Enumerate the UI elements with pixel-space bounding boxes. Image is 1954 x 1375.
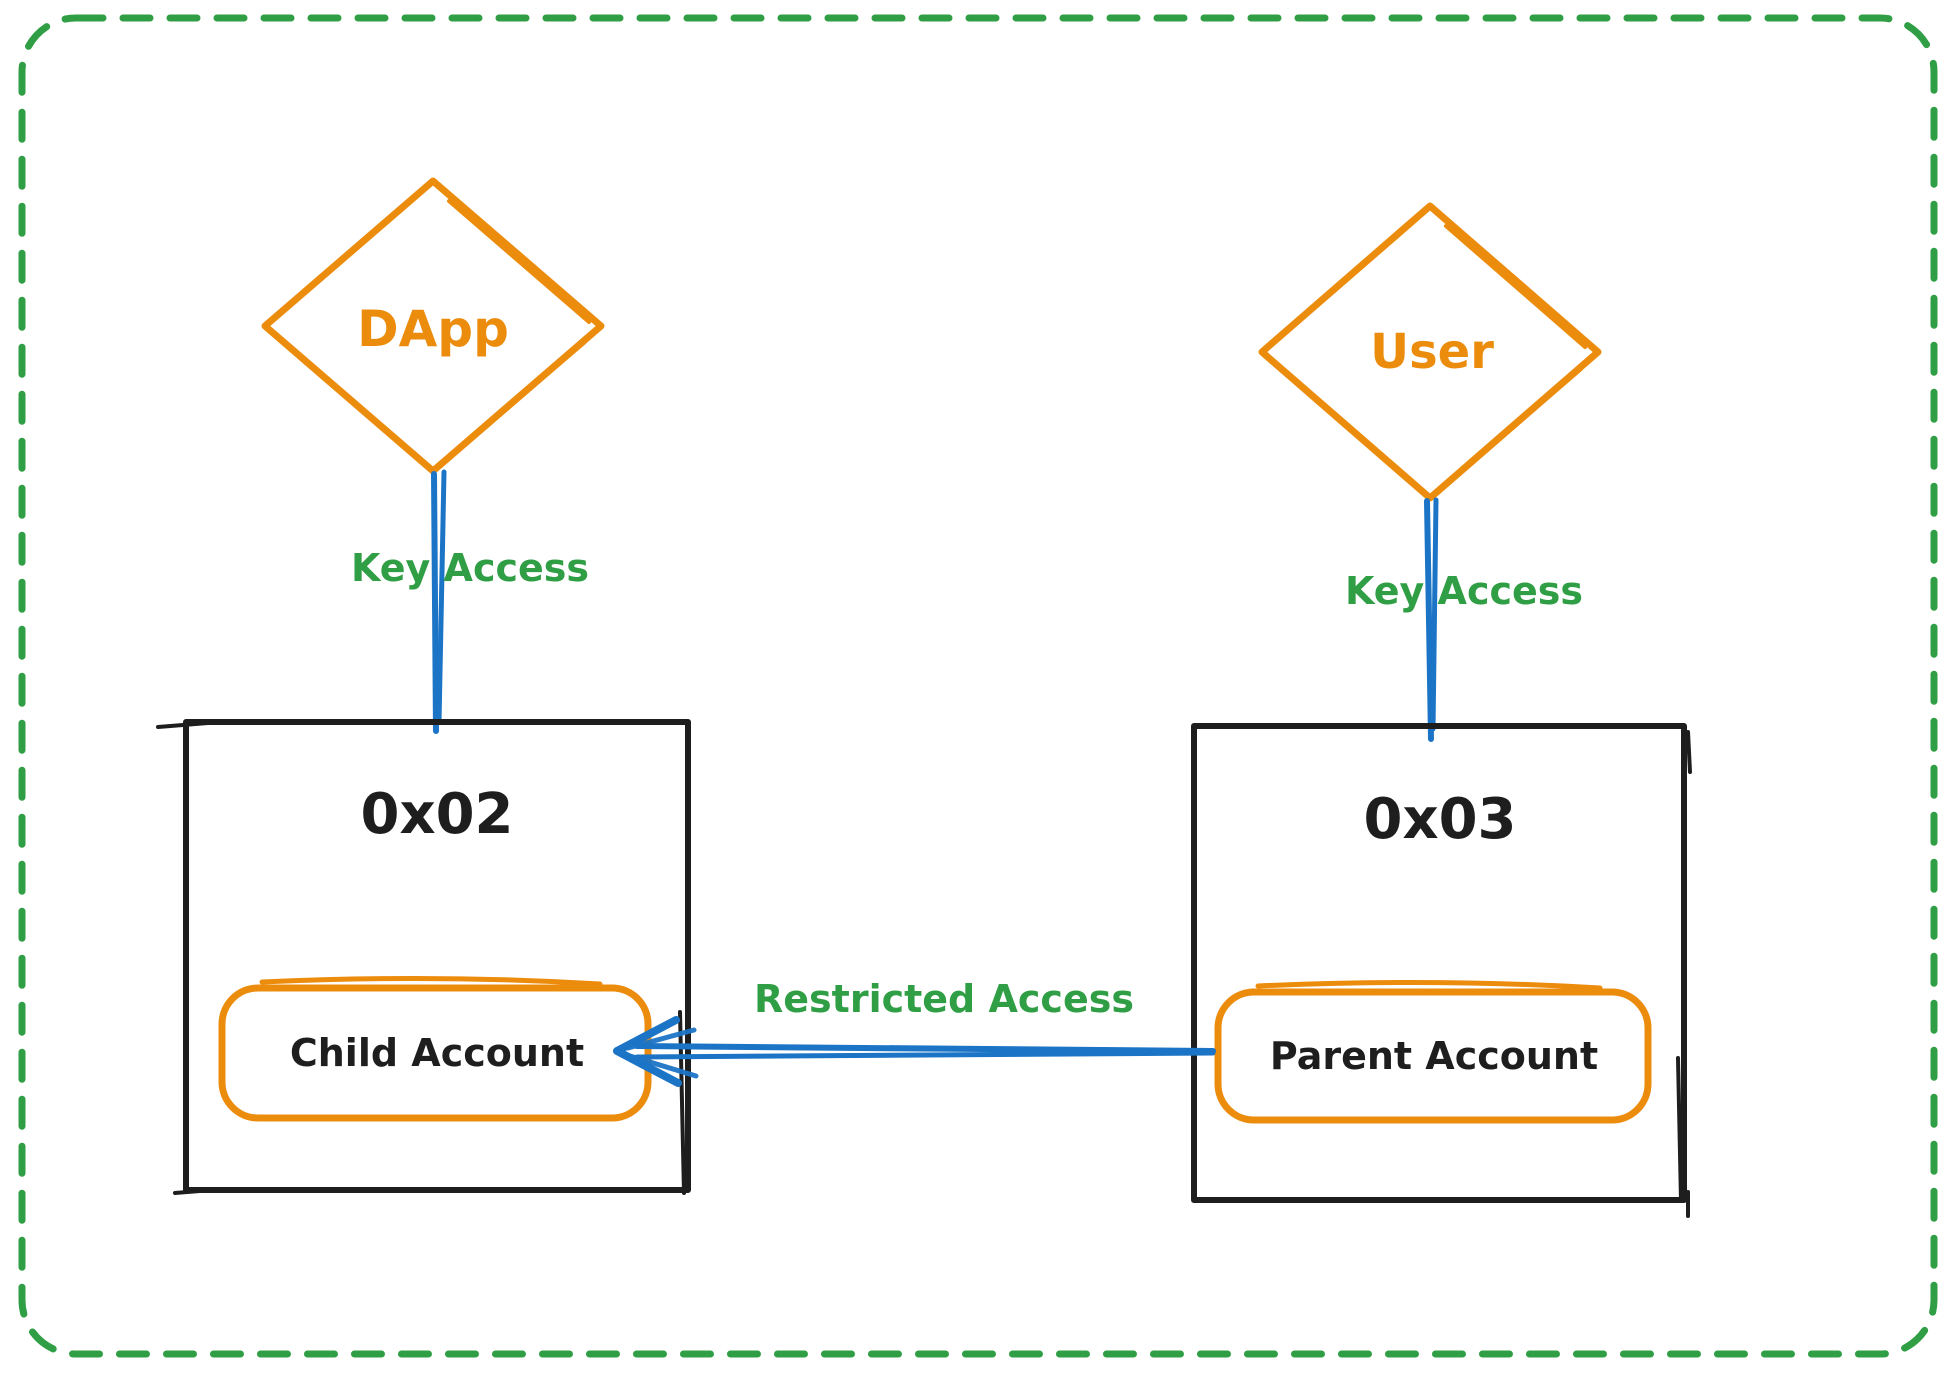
parent-wallet-rect: [1191, 723, 1687, 1203]
child-account-sketch-stroke: [259, 975, 603, 987]
parent-wallet-box: 0x03 Parent Account: [1191, 723, 1692, 1218]
parent-account-pill: Parent Account: [1214, 979, 1652, 1124]
child-wallet-box: 0x02 Child Account: [156, 719, 691, 1195]
dashed-boundary: [18, 14, 1938, 1358]
user-diamond-shape: [1258, 202, 1602, 502]
parent-wallet-sketch-stroke: [1676, 730, 1692, 1218]
parent-account-label: Parent Account: [1270, 1034, 1598, 1078]
user-key-access-connector: [1424, 497, 1439, 742]
child-wallet-sketch-stroke: [156, 721, 686, 1195]
child-wallet-rect: [183, 719, 691, 1193]
child-account-pill: Child Account: [218, 975, 652, 1122]
dapp-diamond-sketch-stroke: [290, 346, 422, 462]
restricted-access-arrow: [613, 1016, 1216, 1087]
dapp-key-access-label: Key Access: [351, 546, 589, 590]
parent-account-shape: [1214, 988, 1652, 1124]
arrowhead: [625, 1027, 699, 1079]
dapp-key-access-connector: [431, 469, 447, 734]
dapp-label: DApp: [357, 300, 509, 358]
user-diamond-sketch-stroke: [1444, 224, 1587, 487]
user-key-access-label: Key Access: [1345, 569, 1583, 613]
dapp-node: DApp: [261, 177, 605, 475]
connector-line: [1430, 497, 1439, 732]
user-node: User: [1258, 202, 1602, 502]
parent-wallet-address: 0x03: [1363, 787, 1516, 852]
connector-line: [436, 469, 447, 725]
connector-line: [431, 471, 439, 734]
child-account-shape: [218, 984, 652, 1122]
user-label: User: [1370, 324, 1494, 380]
restricted-access-label: Restricted Access: [754, 977, 1134, 1021]
child-account-label: Child Account: [290, 1031, 584, 1075]
dapp-diamond-sketch-stroke: [445, 199, 591, 461]
arrow-shaft: [634, 1043, 1216, 1054]
parent-account-sketch-stroke: [1255, 979, 1603, 991]
child-wallet-address: 0x02: [360, 782, 513, 847]
user-diamond-sketch-stroke: [1286, 372, 1418, 488]
connector-line: [1424, 498, 1434, 742]
arrow-shaft: [634, 1050, 1216, 1060]
dapp-diamond-shape: [261, 177, 605, 475]
